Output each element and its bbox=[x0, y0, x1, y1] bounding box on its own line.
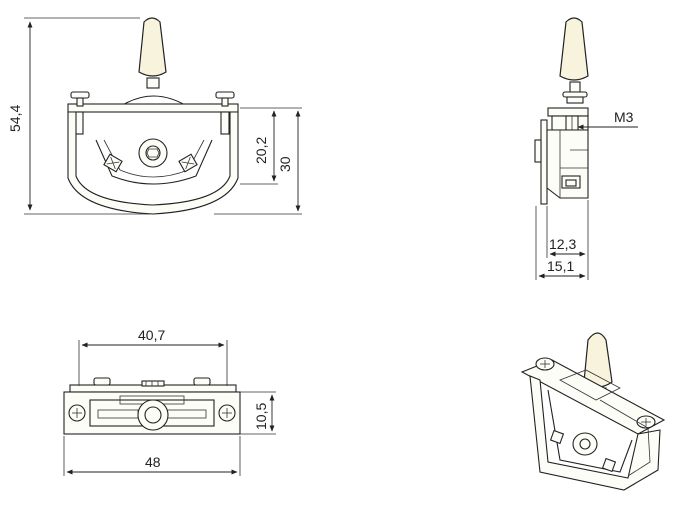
side-view: M3 12,3 15,1 bbox=[534, 17, 638, 280]
side-mount-plate bbox=[540, 119, 548, 205]
front-frame-body bbox=[67, 111, 239, 215]
isometric-view bbox=[520, 332, 666, 491]
bottom-height-label: 10,5 bbox=[253, 403, 269, 430]
bottom-outer-width-label: 48 bbox=[145, 454, 161, 470]
front-mount-plate bbox=[67, 103, 239, 113]
iso-frame-body bbox=[529, 375, 661, 491]
front-lever-stem bbox=[146, 77, 160, 89]
front-lever-knob bbox=[138, 17, 167, 77]
iso-center-nut bbox=[572, 432, 598, 456]
side-top-plate bbox=[547, 107, 589, 117]
front-center-nut bbox=[138, 138, 168, 168]
side-thread-label: M3 bbox=[614, 109, 634, 125]
front-height-label: 54,4 bbox=[7, 105, 23, 132]
front-view: 54,4 20,2 30 bbox=[7, 17, 302, 215]
side-outer-width-label: 15,1 bbox=[547, 258, 574, 274]
front-inner-height-label: 20,2 bbox=[253, 137, 269, 164]
front-screw-right bbox=[215, 91, 235, 99]
front-screw-left bbox=[70, 91, 90, 99]
bottom-center-knob bbox=[137, 399, 169, 431]
side-lever-knob bbox=[559, 17, 589, 81]
bottom-inner-width-label: 40,7 bbox=[138, 327, 165, 343]
bottom-view: 40,7 48 10,5 bbox=[63, 327, 276, 476]
front-outer-height-label: 30 bbox=[277, 156, 293, 172]
side-inner-width-label: 12,3 bbox=[549, 236, 576, 252]
